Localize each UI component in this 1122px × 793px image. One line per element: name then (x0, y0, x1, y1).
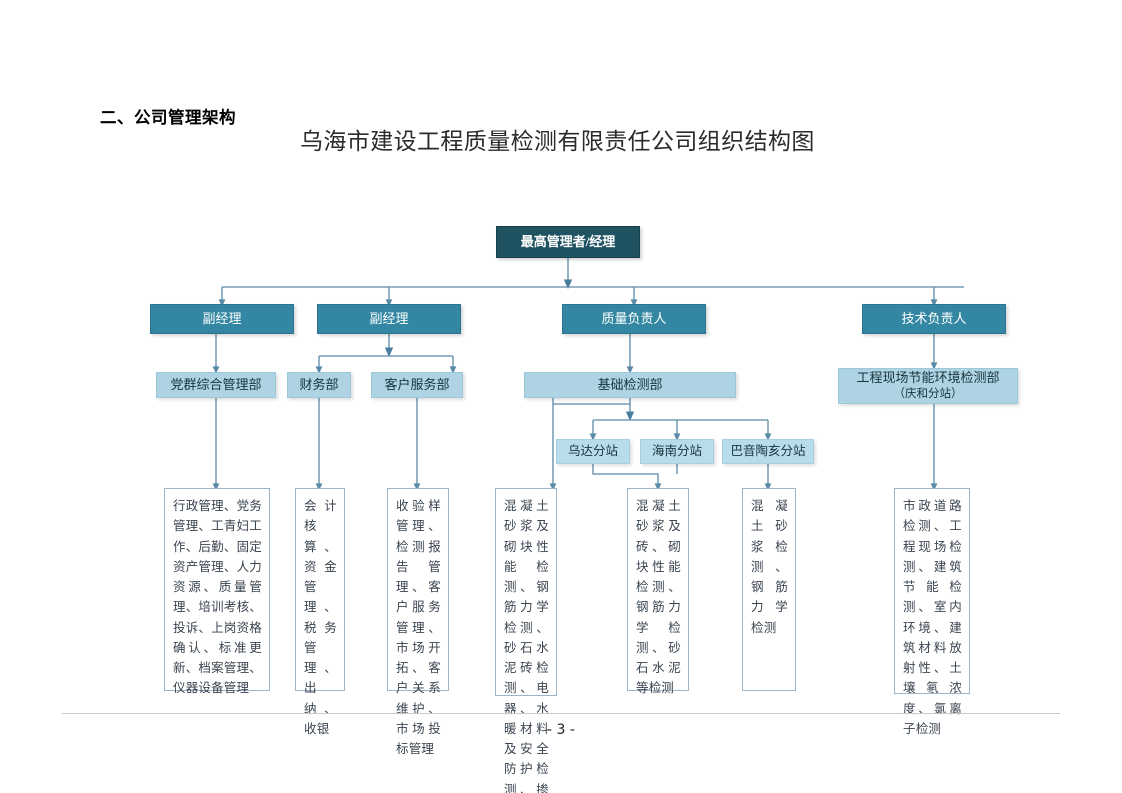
node-station-bayintaohai[interactable]: 巴音陶亥分站 (722, 439, 814, 464)
node-department-finance[interactable]: 财务部 (287, 372, 351, 398)
detail-box-basic-testing: 混凝土砂浆及砌块性能检测、钢筋力学检测、砂石水泥砖检测、电器、水暖材料及安全防护… (495, 488, 557, 793)
detail-box-finance: 会计核算、资金管理、税务管理、出纳、收银 (295, 488, 345, 736)
node-department-basic-testing[interactable]: 基础检测部 (524, 372, 736, 398)
detail-box-onsite-energy-env: 市政道路检测、工程现场检测、建筑节能检测、室内环境、建筑材料放射性、土壤氡浓度、… (894, 488, 970, 736)
detail-box-station-hainan: 混凝土砂浆检测、钢筋力学检测 (742, 488, 796, 691)
page-title: 乌海市建设工程质量检测有限责任公司组织结构图 (300, 129, 815, 154)
section-heading: 二、公司管理架构 (100, 108, 236, 127)
node-department-party-admin[interactable]: 党群综合管理部 (156, 372, 276, 398)
page-number: - 3 - (547, 722, 575, 738)
node-deputy-manager-2[interactable]: 副经理 (317, 304, 461, 334)
detail-box-party-admin: 行政管理、党务管理、工青妇工作、后勤、固定资产管理、人力资源、质量管理、培训考核… (164, 488, 270, 695)
detail-box-station-wuda: 混凝土砂浆及砖、砌块性能检测、钢筋力学检测、砂石水泥等检测 (627, 488, 689, 695)
node-department-onsite-sublabel: （庆和分站） (893, 388, 963, 401)
node-department-customer-service[interactable]: 客户服务部 (371, 372, 463, 398)
node-top-manager[interactable]: 最高管理者/经理 (496, 226, 640, 258)
node-station-hainan[interactable]: 海南分站 (640, 439, 714, 464)
node-technical-officer[interactable]: 技术负责人 (862, 304, 1006, 334)
node-quality-officer[interactable]: 质量负责人 (562, 304, 706, 334)
node-department-onsite-energy-env-testing[interactable]: 工程现场节能环境检测部 （庆和分站） (838, 368, 1018, 404)
node-station-wuda[interactable]: 乌达分站 (556, 439, 630, 464)
footer-divider (62, 713, 1060, 714)
detail-box-customer-service: 收验样管理、检测报告管理、客户服务管理、市场开拓、客户关系维护、市场投标管理 (387, 488, 449, 756)
node-department-onsite-label: 工程现场节能环境检测部 (856, 370, 1000, 386)
node-deputy-manager-1[interactable]: 副经理 (150, 304, 294, 334)
